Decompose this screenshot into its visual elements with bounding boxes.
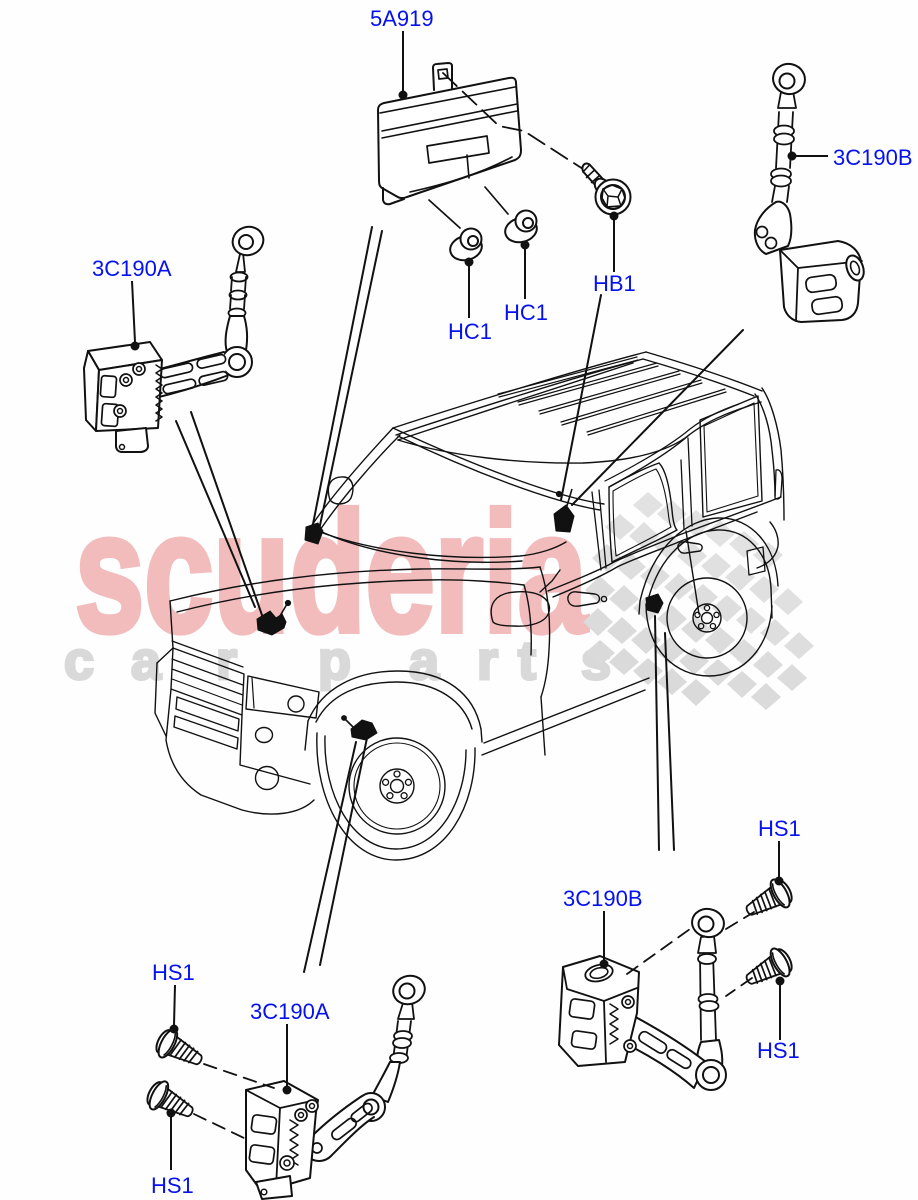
- svg-text:3C190A: 3C190A: [92, 256, 172, 281]
- svg-text:HC1: HC1: [504, 300, 548, 325]
- svg-text:HB1: HB1: [593, 271, 636, 296]
- svg-text:HC1: HC1: [448, 319, 492, 344]
- svg-text:HS1: HS1: [757, 1038, 800, 1063]
- svg-text:r: r: [477, 631, 498, 691]
- svg-text:a: a: [409, 631, 440, 691]
- svg-text:a: a: [131, 631, 162, 691]
- svg-text:3C190B: 3C190B: [833, 145, 913, 170]
- svg-text:3C190A: 3C190A: [250, 999, 330, 1024]
- svg-text:HS1: HS1: [151, 1173, 194, 1198]
- svg-text:t: t: [518, 631, 536, 691]
- svg-text:HS1: HS1: [758, 816, 801, 841]
- svg-text:5A919: 5A919: [370, 6, 434, 31]
- svg-text:HS1: HS1: [152, 960, 195, 985]
- svg-text:scuderia: scuderia: [75, 478, 588, 668]
- svg-text:c: c: [64, 631, 94, 691]
- svg-text:3C190B: 3C190B: [563, 886, 643, 911]
